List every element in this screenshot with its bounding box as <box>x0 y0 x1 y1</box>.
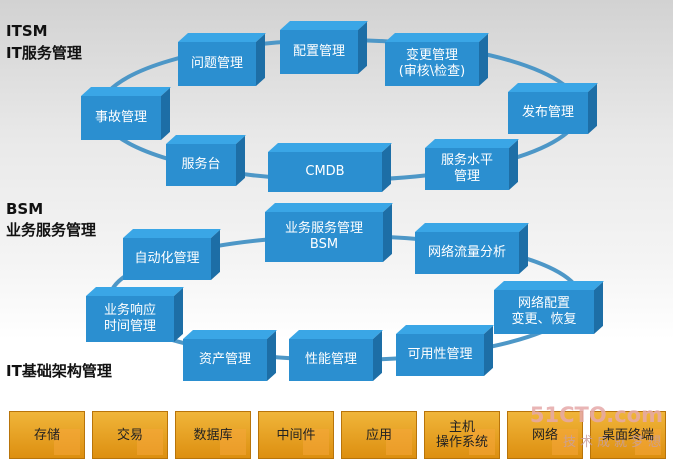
incident-management-box: 事故管理 <box>81 96 161 140</box>
tile-network: 网络 <box>507 411 583 459</box>
bsm-subtitle: 业务服务管理 <box>6 221 97 239</box>
infra-title: IT基础架构管理 <box>6 362 112 380</box>
performance-management-box: 性能管理 <box>289 339 373 381</box>
watermark-slogan: 技术成就梦想 <box>562 435 665 450</box>
configuration-management-box: 配置管理 <box>280 30 358 74</box>
release-management-box: 发布管理 <box>508 92 588 134</box>
itsm-title: ITSM <box>6 22 48 40</box>
change-management-box: 变更管理 (审核\检查) <box>385 42 479 86</box>
business-service-management-box: 业务服务管理 BSM <box>265 212 383 262</box>
problem-management-box: 问题管理 <box>178 42 256 86</box>
service-level-management-box: 服务水平 管理 <box>425 148 509 190</box>
service-desk-box: 服务台 <box>166 144 236 186</box>
bsm-title: BSM <box>6 200 44 218</box>
automation-management-box: 自动化管理 <box>123 238 211 280</box>
tile-application: 应用 <box>341 411 417 459</box>
availability-management-box: 可用性管理 <box>396 334 484 376</box>
tile-database: 数据库 <box>175 411 251 459</box>
tile-host-os: 主机 操作系统 <box>424 411 500 459</box>
watermark-logo: 51CTO.com <box>529 403 663 427</box>
response-time-management-box: 业务响应 时间管理 <box>86 296 174 342</box>
tile-middleware: 中间件 <box>258 411 334 459</box>
network-traffic-analysis-box: 网络流量分析 <box>415 232 519 274</box>
tile-storage: 存储 <box>9 411 85 459</box>
tile-transaction: 交易 <box>92 411 168 459</box>
itsm-subtitle: IT服务管理 <box>6 44 82 62</box>
tile-desktop-terminal: 桌面终端 <box>590 411 666 459</box>
asset-management-box: 资产管理 <box>183 339 267 381</box>
cmdb-box: CMDB <box>268 152 382 192</box>
network-config-box: 网络配置 变更、恢复 <box>494 290 594 334</box>
